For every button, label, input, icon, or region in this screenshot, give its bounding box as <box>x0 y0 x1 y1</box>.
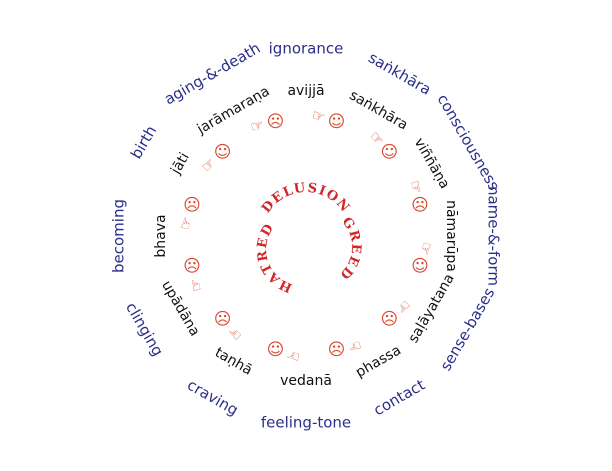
neutral-face-icon: ☹ <box>214 309 232 329</box>
inner-label-craving: taṇhā <box>212 345 255 379</box>
pointing-hand-icon: ☞ <box>346 336 363 357</box>
neutral-face-icon: ☹ <box>183 196 201 216</box>
greed-label: GREED <box>336 215 364 283</box>
outer-label-ignorance: ignorance <box>269 40 344 58</box>
pointing-hand-icon: ☞ <box>406 178 427 195</box>
smile-face-icon: ☺ <box>214 143 232 163</box>
inner-label-becoming: bhava <box>153 214 169 257</box>
smile-face-icon: ☺ <box>328 112 346 132</box>
inner-label-feeling-tone: vedanā <box>280 373 332 389</box>
smile-face-icon: ☺ <box>381 143 399 163</box>
pointing-hand-icon: ☞ <box>186 276 207 293</box>
pointing-hand-icon: ☞ <box>176 214 197 232</box>
frown-face-icon: ☹ <box>328 340 346 360</box>
inner-label-ignorance: avijjā <box>287 83 324 99</box>
outer-label-craving: craving <box>184 376 241 419</box>
smile-face-icon: ☺ <box>267 340 285 360</box>
outer-label-birth: birth <box>127 122 160 162</box>
outer-label-contact: contact <box>370 376 428 420</box>
mood-icon-ring: ☺☞☺☞☹☞☺☞☹☞☹☞☺☞☹☞☹☞☹☞☺☞☹☞ <box>176 106 437 367</box>
outer-label-sa-kh-ra: saṅkhāra <box>365 49 434 99</box>
pointing-hand-icon: ☞ <box>310 106 328 127</box>
inner-label-birth: jāti <box>168 150 193 178</box>
inner-label-name-form: nāmarūpa <box>443 200 459 272</box>
frown-face-icon: ☹ <box>183 257 201 277</box>
smile-face-icon: ☺ <box>411 257 429 277</box>
three-poisons-core: DELUSION GREED HATRED <box>255 181 364 295</box>
outer-label-becoming: becoming <box>110 199 128 273</box>
neutral-face-icon: ☹ <box>267 112 285 132</box>
frown-face-icon: ☹ <box>381 309 399 329</box>
pointing-hand-icon: ☞ <box>415 240 436 258</box>
outer-label-feeling-tone: feeling-tone <box>261 414 351 432</box>
hatred-label: HATRED <box>255 221 295 295</box>
frown-face-icon: ☹ <box>411 196 429 216</box>
outer-label-clinging: clinging <box>122 299 167 359</box>
outer-label-name-form: name-&-form <box>485 186 503 286</box>
delusion-label: DELUSION <box>259 181 353 216</box>
pointing-hand-icon: ☞ <box>248 116 265 137</box>
pointing-hand-icon: ☞ <box>284 345 302 366</box>
